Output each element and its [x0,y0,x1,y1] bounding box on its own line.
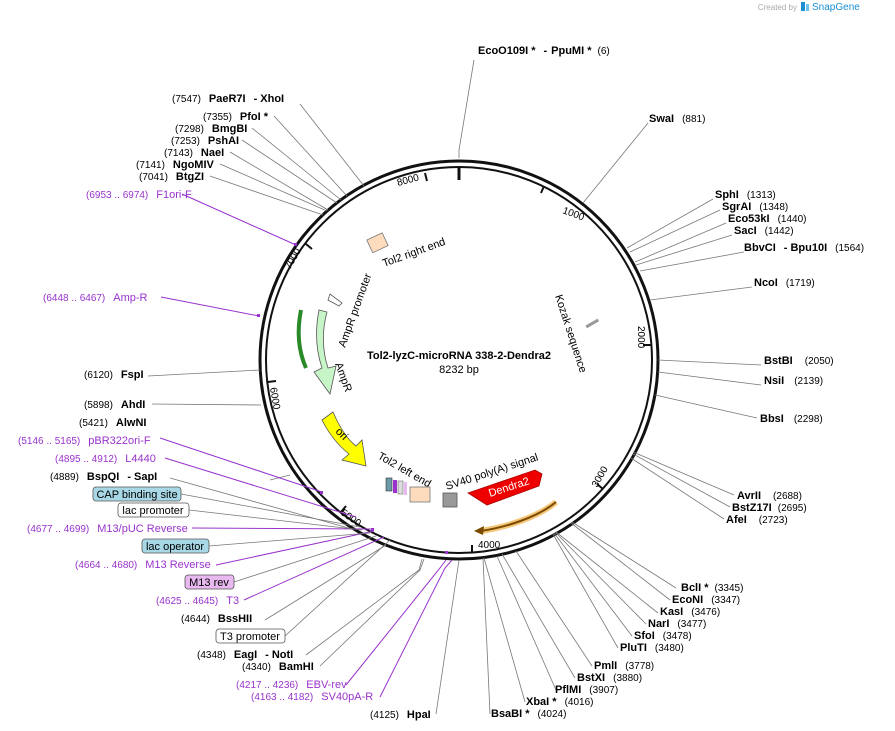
dendra2-arrow [467,469,543,506]
primer-ebv-rev: (4217 .. 4236)EBV-rev [236,679,347,691]
primer-marks [257,243,448,554]
enzyme-ahdi: (5898)AhdI [84,399,145,411]
credit-brand: SnapGene [812,2,860,13]
primer-labels: (6953 .. 6974)F1ori-F (6448 .. 6467)Amp-… [18,189,373,703]
enzyme-bamhi: (4340)BamHI [242,661,314,673]
ampr-promoter-arrow [327,293,343,307]
enzyme-ecoo109i: EcoO109I *-PpuMI *(6) [478,45,610,57]
enzyme-sfoi: SfoI(3478) [634,630,692,642]
enzyme-ncoi: NcoI(1719) [754,277,815,289]
lac-operator-label: lac operator [141,538,210,554]
svg-text:lac operator: lac operator [146,541,204,553]
primer-m13-reverse: (4664 .. 4680)M13 Reverse [75,559,211,571]
enzyme-sgrai: SgrAI(1348) [722,201,788,213]
lac-promoter-label: lac promoter [117,502,190,518]
m13-rev-label: M13 rev [184,574,235,590]
enzyme-eco53ki: Eco53kI(1440) [728,213,807,225]
cap-binding-site-label: CAP binding site [92,486,182,502]
t3-promoter-label: T3 promoter [215,628,286,644]
plasmid-size: 8232 bp [439,364,479,376]
enzyme-avrii: AvrII(2688) [737,490,802,502]
tol2-right-end-feature [366,232,389,254]
enzyme-bcli: BclI *(3345) [681,582,743,594]
ampr-promoter-label: AmpR promoter [337,272,375,349]
enzyme-nsii: NsiI(2139) [764,375,823,387]
svg-text:T3 promoter: T3 promoter [220,631,280,643]
tick-2000: 2000 [635,326,646,349]
enzyme-ngomiv: (7141)NgoMIV [136,159,215,171]
kozak-label: Kozak sequence [552,293,589,374]
enzyme-naei: (7143)NaeI [164,147,224,159]
primer-leaders [159,193,453,698]
enzyme-pshai: (7253)PshAI [171,135,239,147]
enzyme-eagi: (4348)EagI-NotI [197,649,293,661]
tick-3000: 3000 [590,464,611,489]
snapgene-logo-icon [801,2,809,11]
orf-arrowhead [474,526,484,535]
tick-8000: 8000 [396,172,421,188]
enzyme-bspqi: (4889)BspQI-SapI [50,471,157,483]
enzyme-bsshii: (4644)BssHII [181,613,252,625]
enzyme-sphi: SphI(1313) [715,189,776,201]
enzyme-fspi: (6120)FspI [84,369,144,381]
enzyme-hpai: (4125)HpaI [370,709,431,721]
primer-amp-r: (6448 .. 6467)Amp-R [43,292,148,304]
enzyme-nari: NarI(3477) [648,618,706,630]
orf-halo [480,499,558,534]
credit-prefix: Created by [758,3,797,12]
enzyme-labels: EcoO109I *-PpuMI *(6) SwaI(881) SphI(131… [50,45,864,721]
tol2-right-end-label: Tol2 right end [381,236,447,270]
svg-text:CAP binding site: CAP binding site [96,489,177,501]
tick-1000: 1000 [561,205,586,223]
enzyme-bstxi: BstXI(3880) [577,672,642,684]
tick-6000: 6000 [267,387,282,411]
enzyme-leaders [147,59,762,715]
enzyme-alwni: (5421)AlwNI [79,417,146,429]
primer-sv40pa-r: (4163 .. 4182)SV40pA-R [251,691,373,703]
boxed-leaders [180,493,391,637]
enzyme-saci: SacI(1442) [734,225,794,237]
ampr-label: AmpR [332,361,354,394]
orf-arc [480,501,557,532]
enzyme-bbsi: BbsI(2298) [760,413,823,425]
tick-4000: 4000 [478,540,501,551]
svg-text:lac promoter: lac promoter [122,505,183,517]
primer-m13-puc-reverse: (4677 .. 4699)M13/pUC Reverse [27,523,188,535]
enzyme-pmli: PmlI(3778) [594,660,654,672]
enzyme-swai: SwaI(881) [649,113,705,125]
boxed-labels: CAP binding site lac promoter lac operat… [92,486,286,644]
enzyme-kasi: KasI(3476) [660,606,720,618]
primer-l4440: (4895 .. 4912)L4440 [55,453,156,465]
enzyme-bstz17i: BstZ17I(2695) [732,502,807,514]
enzyme-pfoi: (7355)PfoI * [203,111,269,123]
enzyme-bbvci: BbvCI-Bpu10I(1564) [744,242,864,254]
lac-region-features [385,477,407,495]
plasmid-name: Tol2-lyzC-microRNA 338-2-Dendra2 [367,350,551,362]
enzyme-bsabi: BsaBI *(4024) [491,708,566,720]
ampr-backbone-arc [296,309,308,369]
enzyme-pluti: PluTI(3480) [620,642,684,654]
enzyme-btgzi: (7041)BtgZI [139,171,204,183]
enzyme-econi: EcoNI(3347) [672,594,740,606]
primer-f1ori-f: (6953 .. 6974)F1ori-F [86,189,192,201]
enzyme-bmgbi: (7298)BmgBI [175,123,247,135]
enzyme-paer7i: (7547)PaeR7I-XhoI [172,93,284,105]
ampr-arrow [313,309,337,395]
sv40-polya-feature [442,492,458,508]
backbone-inner [265,166,653,554]
enzyme-bstbi: BstBI(2050) [764,355,834,367]
kozak-feature [585,318,600,329]
enzyme-xbai: XbaI *(4016) [526,696,593,708]
tick-marks [267,172,651,553]
tol2-left-end-feature [409,486,431,503]
ori-arrow [321,411,367,467]
svg-text:M13 rev: M13 rev [189,577,229,589]
enzyme-afei: AfeI(2723) [726,514,788,526]
primer-pbr322ori-f: (5146 .. 5165)pBR322ori-F [18,435,151,447]
enzyme-pflmi: PflMI(3907) [555,684,618,696]
primer-t3: (4625 .. 4645)T3 [156,595,239,607]
